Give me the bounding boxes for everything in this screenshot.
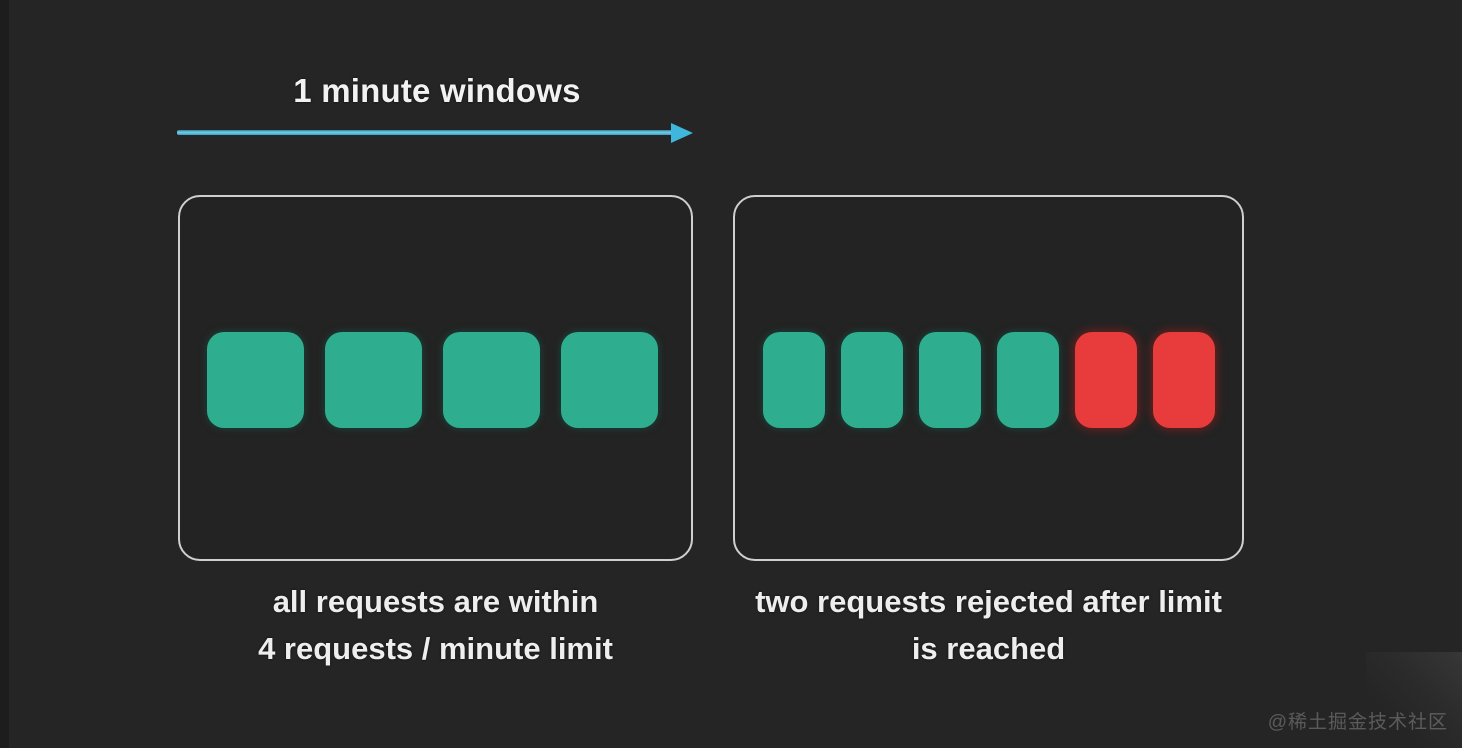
caption-line: all requests are within: [272, 584, 599, 619]
watermark-label: @稀土掘金技术社区: [1267, 712, 1448, 733]
timeline-label: 1 minute windows: [293, 72, 581, 109]
arrow-head-icon: [671, 123, 693, 143]
caption-line: is reached: [911, 631, 1066, 666]
request-block-allowed: [325, 332, 422, 428]
timeline-arrow-icon: [177, 123, 697, 143]
request-block-allowed: [561, 332, 658, 428]
request-block-rejected: [1153, 332, 1215, 428]
request-block-rejected: [1075, 332, 1137, 428]
caption-line: two requests rejected after limit: [755, 584, 1222, 619]
request-row-1: [180, 332, 691, 428]
request-row-2: [735, 332, 1242, 428]
request-block-allowed: [443, 332, 540, 428]
caption-line: 4 requests / minute limit: [258, 631, 613, 666]
window-panel-2: [733, 195, 1244, 561]
request-block-allowed: [919, 332, 981, 428]
request-block-allowed: [841, 332, 903, 428]
arrow-line: [177, 130, 677, 135]
request-block-allowed: [763, 332, 825, 428]
left-edge-band: [0, 0, 9, 748]
timeline-axis: 1 minute windows: [177, 72, 697, 143]
request-block-allowed: [207, 332, 304, 428]
window-caption-2: two requests rejected after limit is rea…: [723, 578, 1254, 672]
window-panel-1: [178, 195, 693, 561]
corner-fold-artifact: [1366, 652, 1462, 748]
window-caption-1: all requests are within 4 requests / min…: [178, 578, 693, 672]
request-block-allowed: [997, 332, 1059, 428]
